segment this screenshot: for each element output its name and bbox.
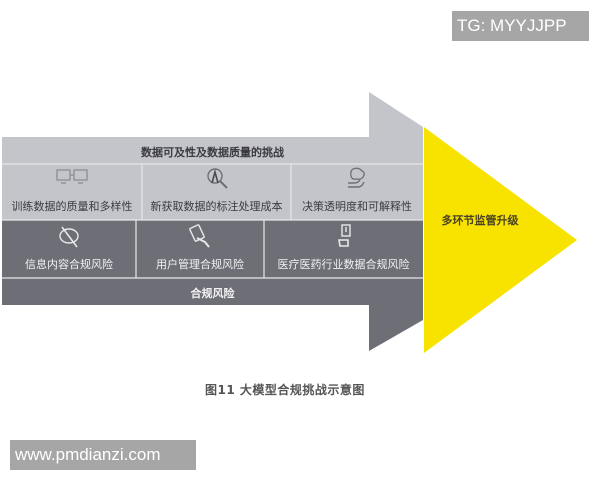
challenge-cell-annotation-cost: 新获取数据的标注处理成本 bbox=[142, 164, 291, 220]
challenge-cell-transparency: 决策透明度和可解释性 bbox=[291, 164, 423, 220]
challenge-cell-training-data: 训练数据的质量和多样性 bbox=[2, 164, 142, 220]
hand-card-icon bbox=[189, 224, 210, 248]
bottom-band-title: 合规风险 bbox=[190, 287, 235, 300]
no-chat-icon bbox=[59, 226, 79, 248]
risk-cell-user-management: 用户管理合规风险 bbox=[136, 220, 264, 278]
risk-cell-information-content: 信息内容合规风险 bbox=[2, 220, 136, 278]
challenge-label: 新获取数据的标注处理成本 bbox=[150, 200, 283, 213]
hand-alert-icon bbox=[337, 224, 351, 247]
risk-cell-medical-data: 医疗医药行业数据合规风险 bbox=[264, 220, 423, 278]
annotation-magnifier-icon bbox=[206, 168, 228, 189]
challenge-label: 决策透明度和可解释性 bbox=[302, 200, 412, 213]
challenge-label: 训练数据的质量和多样性 bbox=[11, 200, 133, 213]
figure-caption: 图11 大模型合规挑战示意图 bbox=[205, 383, 365, 397]
watermark-top-right: TG: MYYJJPP bbox=[452, 11, 589, 41]
arrow-tip-label: 多环节监管升级 bbox=[441, 214, 519, 227]
risk-label: 信息内容合规风险 bbox=[25, 258, 113, 271]
watermark-bottom-left: www.pmdianzi.com bbox=[10, 440, 196, 470]
yellow-arrow-tip bbox=[424, 127, 577, 353]
hand-thought-icon bbox=[348, 167, 365, 188]
dual-monitor-icon bbox=[56, 169, 88, 184]
risk-label: 用户管理合规风险 bbox=[156, 258, 244, 271]
top-band-title: 数据可及性及数据质量的挑战 bbox=[141, 146, 284, 159]
shaft-dark bbox=[2, 220, 423, 305]
risk-label: 医疗医药行业数据合规风险 bbox=[277, 258, 410, 271]
